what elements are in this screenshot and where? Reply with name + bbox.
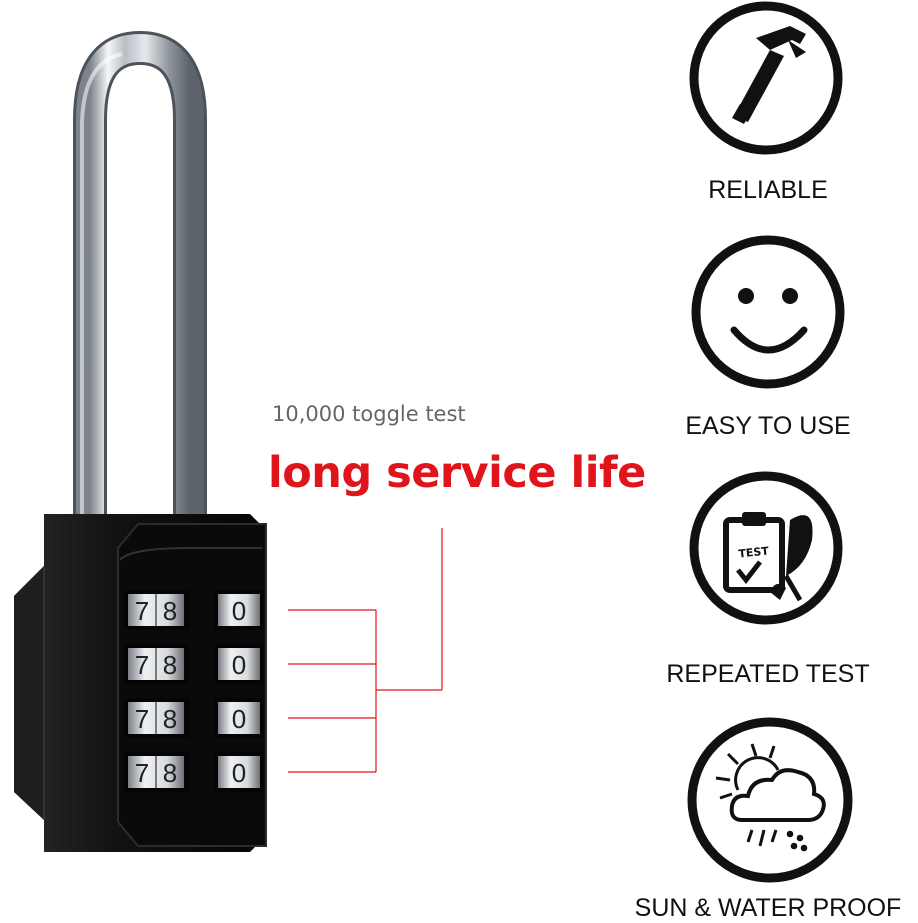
dial-digit: 0 xyxy=(232,650,246,680)
dial-digit: 7 xyxy=(135,650,149,680)
feature-label-repeated-test: REPEATED TEST xyxy=(666,660,870,688)
test-clipboard-icon: TEST xyxy=(723,512,813,602)
dial-digit: 0 xyxy=(232,596,246,626)
sun-cloud-rain-icon xyxy=(715,743,826,852)
lock-shackle xyxy=(73,30,207,540)
dial-digit: 8 xyxy=(163,596,177,626)
test-icon-ring xyxy=(689,471,843,625)
weather-icon-ring xyxy=(687,717,853,883)
service-life-headline: long service life xyxy=(268,448,646,498)
dial-digit: 8 xyxy=(163,704,177,734)
dial-digit: 7 xyxy=(135,704,149,734)
dial-row[interactable]: 7 8 0 xyxy=(124,752,264,792)
dial-digit: 8 xyxy=(163,758,177,788)
dial-digit: 8 xyxy=(163,650,177,680)
hammer-icon xyxy=(732,26,806,124)
dial-digit: 0 xyxy=(232,758,246,788)
dial-digit: 7 xyxy=(135,596,149,626)
dial-row[interactable]: 7 8 0 xyxy=(124,698,264,738)
smiley-face-icon xyxy=(730,288,808,354)
feature-label-easy-to-use: EASY TO USE xyxy=(685,412,851,440)
dial-row[interactable]: 7 8 0 xyxy=(124,644,264,684)
test-tag-label: TEST xyxy=(738,544,770,560)
easy-icon-ring xyxy=(691,235,845,389)
feature-icons xyxy=(687,1,853,883)
reliable-icon-ring xyxy=(689,1,843,155)
callout-lines xyxy=(288,528,443,773)
dial-digit: 0 xyxy=(232,704,246,734)
feature-label-reliable: RELIABLE xyxy=(708,176,828,204)
combination-dials: 7 8 0 7 8 0 7 8 0 xyxy=(124,590,264,792)
feature-label-sun-water-proof: SUN & WATER PROOF xyxy=(634,894,902,922)
dial-row[interactable]: 7 8 0 xyxy=(124,590,264,630)
dial-digit: 7 xyxy=(135,758,149,788)
toggle-test-caption: 10,000 toggle test xyxy=(272,402,466,426)
